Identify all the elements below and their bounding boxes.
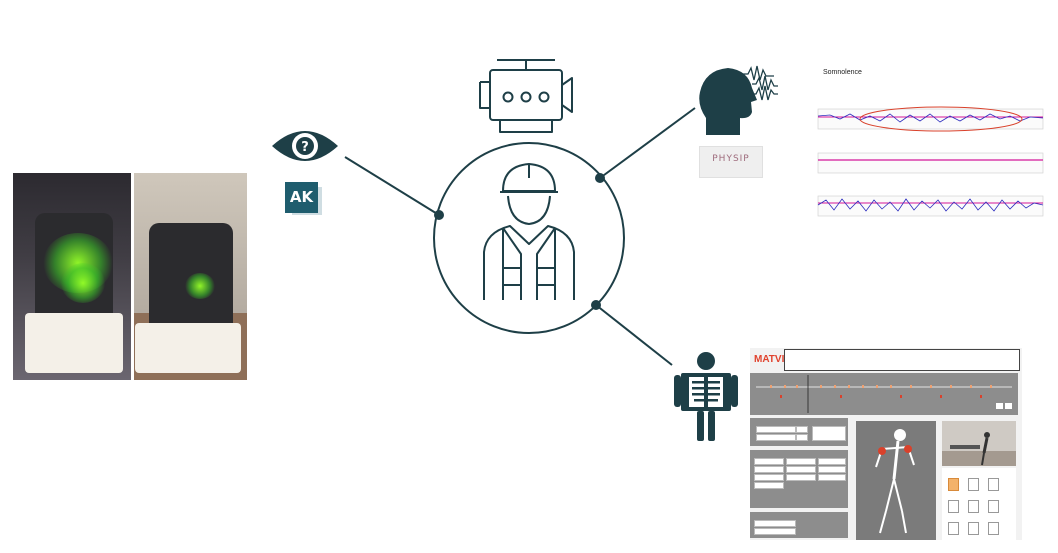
- matvisio-field: [754, 520, 796, 527]
- matvisio-effort-box: [750, 512, 848, 538]
- node-dot-top-right: [595, 173, 605, 183]
- file-icon: [968, 478, 979, 491]
- file-icon: [988, 500, 999, 513]
- matvisio-timeline: [750, 373, 1018, 415]
- matvisio-field: [818, 466, 846, 473]
- matvisio-field: [812, 426, 846, 441]
- matvisio-field: [756, 434, 796, 441]
- matvisio-skeleton-view: [856, 421, 936, 540]
- eeg-plot-2: [817, 152, 1044, 174]
- matvisio-logo: MATVISIO: [754, 354, 802, 365]
- matvisio-info-bar: [784, 349, 1020, 371]
- eeg-chart-title: Somnolence: [823, 69, 862, 76]
- file-icon: [968, 500, 979, 513]
- eye-tracking-engine-photo: [13, 173, 247, 380]
- file-icon: [988, 478, 999, 491]
- matvisio-timeline-track: [756, 375, 1012, 413]
- eye-question-icon: ?: [272, 131, 338, 161]
- eeg-plot-1: [817, 106, 1044, 132]
- matvisio-field: [796, 426, 808, 433]
- matvisio-joints-box: [750, 450, 848, 508]
- xray-skeleton-icon: [674, 352, 738, 441]
- matvisio-field: [754, 466, 784, 473]
- photo-stand-right: [135, 323, 241, 373]
- engine-icon: [479, 59, 573, 133]
- matvisio-camera-view: [942, 421, 1016, 466]
- file-icon: [948, 522, 959, 535]
- connector-head: [599, 107, 696, 179]
- connector-skeleton: [595, 304, 673, 366]
- matvisio-field: [754, 482, 784, 489]
- photo-stand-left: [25, 313, 123, 373]
- photo-divider: [131, 173, 134, 380]
- node-dot-bottom-right: [591, 300, 601, 310]
- matvisio-field: [786, 458, 816, 465]
- file-icon: [948, 500, 959, 513]
- matvisio-file-grid: [942, 468, 1016, 540]
- file-icon: [968, 522, 979, 535]
- ak-logo: AK: [285, 182, 318, 213]
- eeg-plot-3: [817, 195, 1044, 217]
- matvisio-field: [756, 426, 796, 433]
- matvisio-field: [786, 474, 816, 481]
- svg-text:?: ?: [301, 140, 309, 155]
- matvisio-skeleton-figure: [875, 429, 915, 534]
- heatmap-blob: [61, 263, 105, 303]
- center-circle: [433, 142, 625, 334]
- matvisio-screenshot: MATVISIO: [750, 348, 1022, 540]
- matvisio-summary-box: [750, 418, 848, 446]
- head-brainwave-icon: [699, 65, 778, 135]
- worker-hardhat-vest-icon: [483, 163, 575, 300]
- matvisio-field: [796, 434, 808, 441]
- matvisio-field: [786, 466, 816, 473]
- file-icon: [988, 522, 999, 535]
- physip-logo: PHYSIP: [699, 146, 763, 178]
- heatmap-blob: [185, 273, 215, 299]
- matvisio-camera-scene: [942, 432, 1016, 466]
- connector-eye: [344, 156, 440, 216]
- matvisio-field: [754, 474, 784, 481]
- matvisio-field: [818, 474, 846, 481]
- matvisio-field: [818, 458, 846, 465]
- matvisio-field: [754, 528, 796, 535]
- physip-logo-text: PHYSIP: [712, 154, 750, 164]
- matvisio-field: [754, 458, 784, 465]
- node-dot-left: [434, 210, 444, 220]
- file-icon: [948, 478, 959, 491]
